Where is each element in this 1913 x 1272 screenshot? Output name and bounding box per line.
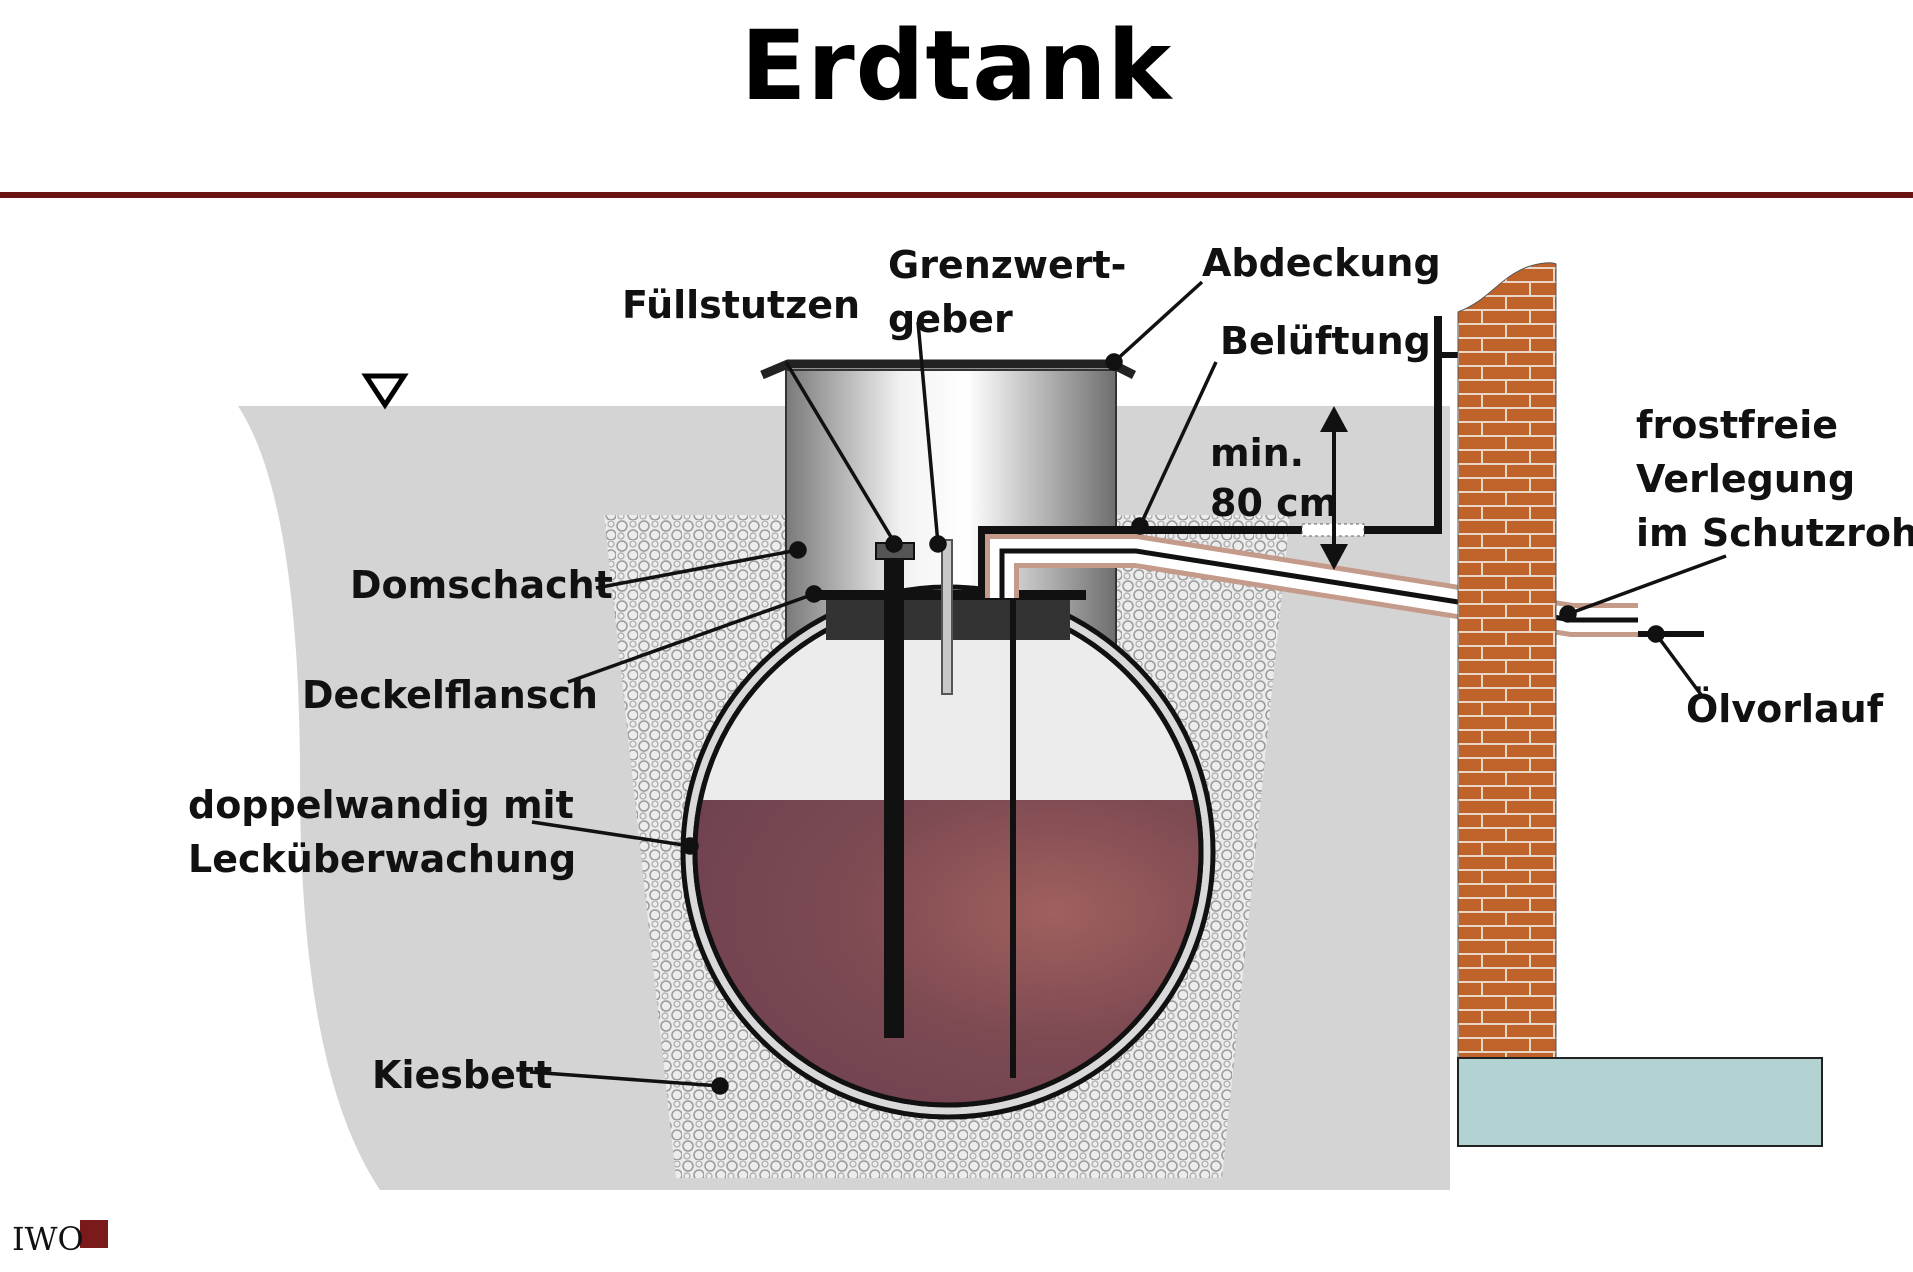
oil-flow-line xyxy=(999,548,1638,623)
label-belueftung: Belüftung xyxy=(1220,319,1431,363)
label-grenzwertgeber-line1: Grenzwert- xyxy=(888,243,1126,287)
label-min: min. xyxy=(1210,431,1304,475)
label-domschacht: Domschacht xyxy=(350,563,613,607)
title-divider xyxy=(0,192,1913,198)
label-deckelflansch: Deckelflansch xyxy=(302,673,598,717)
fill-pipe xyxy=(884,560,904,1038)
logo-text: IWO xyxy=(12,1220,84,1258)
label-fuellstutzen: Füllstutzen xyxy=(622,283,860,327)
vent-pipe xyxy=(978,526,1438,598)
label-frostfreie-line3: im Schutzrohr xyxy=(1636,511,1913,555)
label-grenzwertgeber-line2: geber xyxy=(888,297,1013,341)
label-doppelwandig-line2: Lecküberwachung xyxy=(188,837,576,881)
brick-wall xyxy=(1457,262,1557,1061)
label-frostfreie-line2: Verlegung xyxy=(1636,457,1855,501)
suction-line xyxy=(1010,598,1016,1078)
label-abdeckung: Abdeckung xyxy=(1202,241,1441,285)
shaft-cover xyxy=(760,359,1137,380)
page-title: Erdtank xyxy=(740,10,1173,122)
groundwater-triangle-icon xyxy=(361,373,409,410)
limit-sensor xyxy=(941,539,953,695)
label-doppelwandig-line1: doppelwandig mit xyxy=(188,783,574,827)
foundation-slab xyxy=(1457,1057,1823,1147)
label-oelvorlauf: Ölvorlauf xyxy=(1686,687,1884,731)
label-frostfreie-line1: frostfreie xyxy=(1636,403,1838,447)
leader-lines xyxy=(529,280,1727,1095)
label-depth: 80 cm xyxy=(1210,481,1338,525)
label-kiesbett: Kiesbett xyxy=(372,1053,552,1097)
iwo-logo: IWO xyxy=(12,1220,108,1258)
